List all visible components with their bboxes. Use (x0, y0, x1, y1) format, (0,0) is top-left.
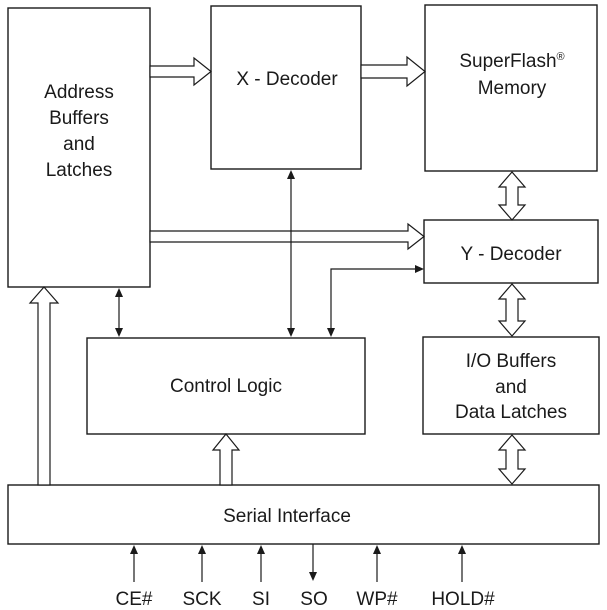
bus-arrow-iobuffers-serial (497, 434, 527, 485)
pin-arrow-wp (373, 545, 381, 582)
bus-arrow-memory-ydecoder (497, 171, 527, 221)
address-buffers-line-2: Buffers (49, 108, 109, 129)
memory-label: Memory (478, 78, 547, 99)
pin-arrow-hold (458, 545, 466, 582)
io-buffers-line-2: and (495, 377, 527, 398)
pin-label-hold: HOLD# (431, 589, 495, 610)
address-buffers-line-4: Latches (46, 160, 113, 181)
serial-interface-block: Serial Interface (7, 484, 600, 545)
signal-control-to-ydecoder (327, 265, 424, 337)
bus-arrow-ydecoder-iobuffers (497, 283, 527, 337)
pin-label-so: SO (300, 589, 327, 610)
bus-arrow-xdecoder-to-memory (360, 55, 426, 88)
bus-arrow-address-to-ydecoder (149, 222, 425, 251)
io-buffers-block: I/O Buffers and Data Latches (422, 336, 600, 435)
x-decoder-block: X - Decoder (210, 5, 362, 170)
bus-arrow-serial-to-control (211, 433, 241, 486)
address-buffers-line-3: and (63, 134, 95, 155)
y-decoder-label: Y - Decoder (460, 244, 562, 265)
pin-label-ce: CE# (116, 589, 153, 610)
signal-address-control (115, 288, 123, 337)
control-logic-block: Control Logic (86, 337, 366, 435)
pin-label-sck: SCK (182, 589, 221, 610)
address-buffers-line-1: Address (44, 82, 114, 103)
x-decoder-label: X - Decoder (236, 69, 338, 90)
bus-arrow-address-to-xdecoder (149, 56, 212, 87)
bus-arrow-serial-to-address (28, 286, 60, 486)
pin-arrow-si (257, 545, 265, 582)
y-decoder-block: Y - Decoder (423, 219, 599, 284)
registered-mark: ® (557, 51, 565, 63)
serial-interface-label: Serial Interface (223, 506, 351, 527)
pin-arrow-sck (198, 545, 206, 582)
io-buffers-line-1: I/O Buffers (466, 351, 556, 372)
pin-label-wp: WP# (356, 589, 398, 610)
superflash-label: SuperFlash (459, 51, 556, 72)
pin-label-si: SI (252, 589, 270, 610)
control-logic-label: Control Logic (170, 376, 282, 397)
pin-arrow-ce (130, 545, 138, 582)
superflash-memory-block: SuperFlash® Memory (424, 4, 598, 172)
signal-xdecoder-control (287, 170, 295, 337)
pin-arrow-so (309, 544, 317, 581)
superflash-title: SuperFlash® (459, 51, 564, 72)
io-buffers-line-3: Data Latches (455, 402, 567, 423)
address-buffers-block: Address Buffers and Latches (7, 7, 151, 288)
